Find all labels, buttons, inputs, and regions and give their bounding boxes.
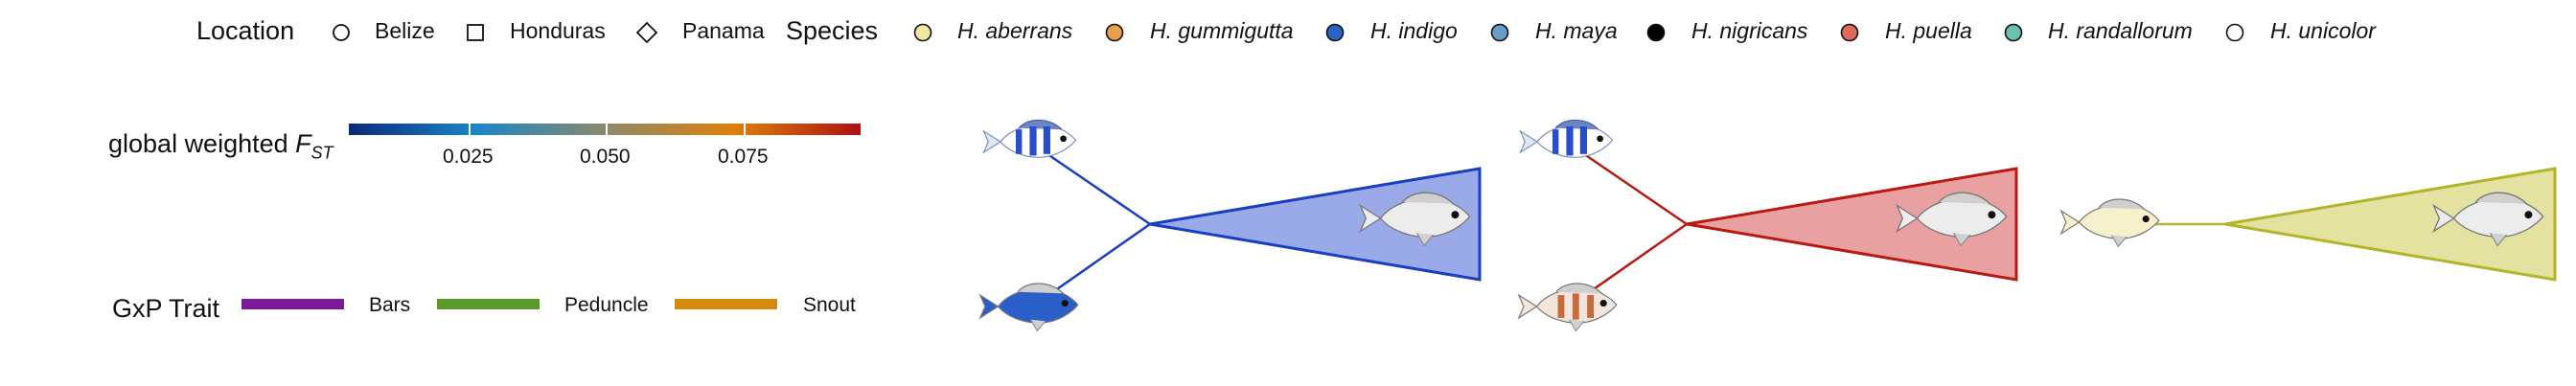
species-legend-title: Species — [786, 16, 879, 45]
species-nigricans-label: H. nigricans — [1691, 18, 1808, 43]
species-aberrans-label: H. aberrans — [957, 18, 1073, 43]
species-gummigutta-label: H. gummigutta — [1150, 18, 1294, 43]
maya-dot-icon — [1490, 23, 1509, 42]
indigo-fish-icon — [979, 283, 1079, 332]
indigo-barred-fish-icon — [982, 119, 1076, 158]
randallorum-dot-icon — [2004, 23, 2023, 42]
snout-tree-collapsed-clade — [2224, 167, 2557, 282]
gxp-snout-swatch — [675, 299, 777, 309]
species-randallorum-label: H. randallorum — [2048, 18, 2193, 43]
species-maya-label: H. maya — [1535, 18, 1618, 43]
fst-title-sub: ST — [310, 143, 334, 163]
fst-title-prefix: global weighted — [108, 129, 296, 158]
aberrans-dot-icon — [913, 23, 932, 42]
gxp-snout-label: Snout — [803, 294, 856, 316]
unicolor-dot-icon — [2225, 23, 2244, 42]
nigricans-dot-icon — [1646, 23, 1666, 42]
panama-diamond-icon — [635, 21, 658, 44]
gxp-bars-swatch — [242, 299, 344, 309]
fst-title-var: F — [295, 129, 311, 158]
snout-tree — [2060, 167, 2557, 282]
bars-tree-collapsed-clade — [1149, 167, 1482, 282]
species-unicolor-label: H. unicolor — [2270, 18, 2376, 43]
peduncle-tree-branch-top — [1571, 144, 1688, 226]
puella-fish-icon — [1518, 283, 1618, 332]
fst-tick-mark — [606, 124, 608, 135]
fst-colorbar-title: global weighted FST — [108, 129, 334, 163]
gxp-peduncle-swatch — [437, 299, 540, 309]
puella-dot-icon — [1840, 23, 1859, 42]
gxp-peduncle-label: Peduncle — [564, 294, 649, 316]
belize-circle-icon — [333, 24, 350, 41]
species-indigo-label: H. indigo — [1370, 18, 1458, 43]
fst-tick-mark — [744, 124, 746, 135]
indigo-barred-fish-icon — [1519, 119, 1613, 158]
fst-tick-label: 0.025 — [443, 146, 494, 168]
aberrans-fish-icon — [2060, 198, 2160, 248]
bars-tree-branch-top — [1034, 144, 1151, 226]
gxp-legend-title: GxP Trait — [112, 294, 220, 323]
fst-tick-label: 0.050 — [580, 146, 631, 168]
gummigutta-dot-icon — [1105, 23, 1124, 42]
location-belize-label: Belize — [375, 18, 435, 43]
fst-tick-label: 0.075 — [718, 146, 769, 168]
indigo-dot-icon — [1325, 23, 1345, 42]
location-honduras-label: Honduras — [510, 18, 606, 43]
fst-colorbar — [349, 124, 861, 135]
bars-tree — [979, 119, 1482, 332]
location-panama-label: Panama — [682, 18, 765, 43]
honduras-square-icon — [467, 24, 484, 41]
peduncle-tree-collapsed-clade — [1686, 167, 2018, 282]
gxp-bars-label: Bars — [369, 294, 411, 316]
fst-tick-mark — [469, 124, 471, 135]
location-legend-title: Location — [196, 16, 295, 45]
species-puella-label: H. puella — [1885, 18, 1972, 43]
peduncle-tree — [1518, 119, 2018, 332]
